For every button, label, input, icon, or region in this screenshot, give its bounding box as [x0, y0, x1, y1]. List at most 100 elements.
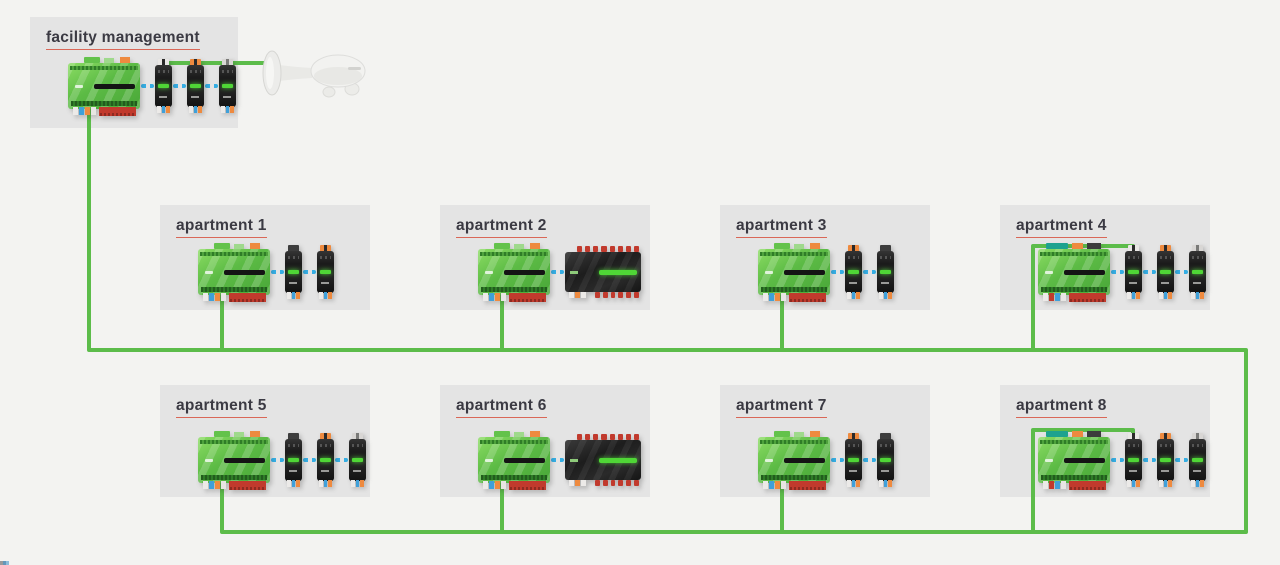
device-part [760, 440, 828, 444]
device-part [577, 434, 583, 440]
tree-link-dashes [1175, 270, 1188, 274]
bottom-connectors [221, 106, 235, 113]
status-led [599, 270, 637, 275]
device-part [1168, 292, 1173, 299]
miniserver-controller [68, 57, 140, 116]
device-part [1129, 470, 1137, 472]
top-terminal-comb [577, 246, 639, 252]
io-module [1189, 433, 1206, 487]
device-part [1072, 431, 1083, 437]
apartment-2-device-cluster [478, 243, 641, 302]
device-part [205, 459, 213, 462]
device-part [774, 431, 790, 437]
device-part [794, 244, 804, 249]
device-part [84, 57, 100, 63]
device-part [633, 246, 639, 252]
device-part [189, 106, 193, 113]
device-part [221, 481, 226, 489]
device-part [851, 292, 856, 299]
bottom-connectors [1191, 480, 1205, 487]
device-part [577, 246, 583, 252]
panel-title: apartment 1 [176, 217, 267, 238]
device-part [291, 292, 296, 299]
bottom-terminals [198, 293, 270, 302]
device-part [810, 431, 820, 437]
apartment-1-device-cluster [198, 243, 334, 302]
device-part [1061, 293, 1066, 301]
device-part [494, 431, 510, 437]
device-part [71, 101, 137, 106]
top-terminals [1038, 243, 1110, 249]
relay-terminal-block [229, 293, 266, 302]
miniserver-controller [1038, 431, 1110, 490]
cropped-ui-artifact [0, 561, 9, 565]
device-part [166, 106, 171, 113]
device-part [351, 480, 355, 487]
device-part [1128, 256, 1139, 259]
device-part [85, 107, 90, 115]
bottom-connectors [287, 292, 301, 299]
device-part [1161, 282, 1169, 284]
relay-terminal-block [509, 481, 546, 490]
device-part [501, 293, 506, 301]
device-part [1163, 480, 1168, 487]
device-part [581, 292, 586, 298]
controller-body [478, 437, 550, 483]
io-module [1125, 433, 1142, 487]
device-part [489, 293, 494, 301]
device-part [159, 96, 167, 98]
miniserver-controller [198, 243, 270, 302]
top-connector [880, 433, 891, 440]
device-part [1163, 292, 1168, 299]
top-terminals [758, 243, 830, 249]
device-part [847, 292, 851, 299]
device-part [595, 480, 600, 486]
device-part [775, 481, 780, 489]
io-module [349, 433, 366, 487]
device-part [849, 282, 857, 284]
device-part [1127, 480, 1131, 487]
top-connector [320, 433, 331, 440]
status-led [352, 458, 363, 462]
device-part [634, 480, 639, 486]
device-part [320, 444, 331, 447]
device-part [234, 244, 244, 249]
device-part [494, 243, 510, 249]
panel-title: apartment 8 [1016, 397, 1107, 418]
controller-body [1038, 437, 1110, 483]
device-part [221, 293, 226, 301]
device-part [222, 70, 233, 73]
top-connector [288, 245, 299, 252]
top-connector [1128, 245, 1139, 252]
status-led [880, 270, 891, 274]
device-part [360, 480, 365, 487]
device-part [610, 292, 616, 298]
tree-link-dashes [863, 458, 876, 462]
controller-body [198, 437, 270, 483]
device-part [1191, 292, 1195, 299]
controller-body [68, 63, 140, 109]
device-part [856, 292, 861, 299]
io-module [1157, 433, 1174, 487]
device-part [291, 480, 296, 487]
device-part [230, 106, 235, 113]
device-part [618, 480, 624, 486]
device-part [575, 480, 580, 486]
bottom-connectors [569, 292, 586, 298]
device-part [79, 107, 84, 115]
device-part [1049, 293, 1054, 301]
panel-title: apartment 4 [1016, 217, 1107, 238]
device-part [1128, 444, 1139, 447]
card-slot [504, 458, 545, 463]
device-part [1087, 431, 1101, 437]
status-led [880, 458, 891, 462]
top-connector [352, 433, 363, 440]
device-part [883, 480, 888, 487]
top-terminals [1038, 431, 1110, 437]
device-part [593, 434, 599, 440]
bottom-terminal-comb [595, 480, 639, 486]
device-part [70, 66, 138, 70]
device-part [321, 282, 329, 284]
card-slot [1064, 458, 1105, 463]
device-part [489, 481, 494, 489]
